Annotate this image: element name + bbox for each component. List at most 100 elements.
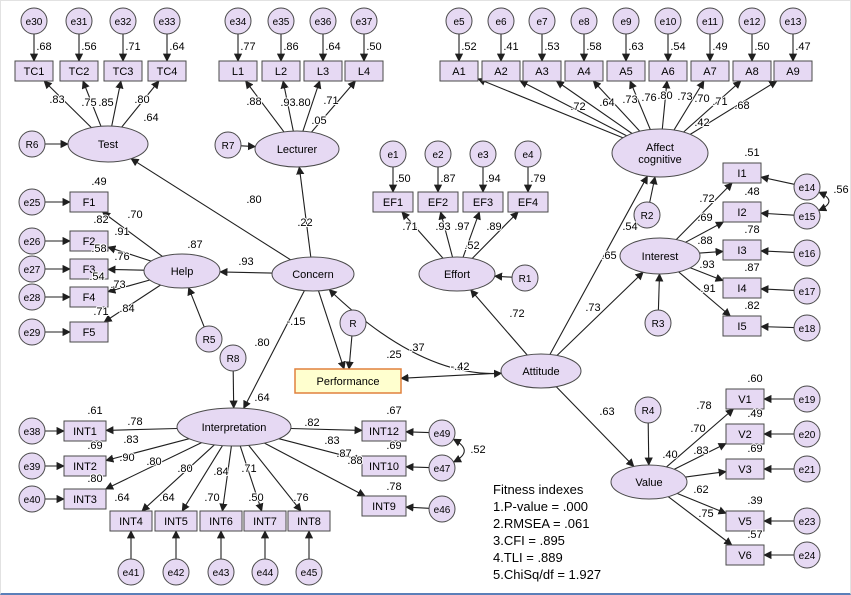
fitness-title: Fitness indexes xyxy=(493,482,584,497)
coefficient-label: .61 xyxy=(87,405,102,417)
indicator-l4: L4 xyxy=(344,60,384,82)
coefficient-label: .37 xyxy=(409,342,424,354)
node-label: e21 xyxy=(799,465,816,476)
node-label: e43 xyxy=(213,568,230,579)
coefficient-label: .71 xyxy=(323,95,338,107)
error-e31: e31 xyxy=(65,7,93,35)
edge-interpretation-int8 xyxy=(248,445,302,512)
edge-e47-int10 xyxy=(405,462,430,472)
coefficient-label: .86 xyxy=(283,41,298,53)
node-label: e34 xyxy=(230,17,247,28)
indicator-ef3: EF3 xyxy=(462,191,504,213)
coefficient-label: -.42 xyxy=(451,361,470,373)
indicator-tc3: TC3 xyxy=(103,60,143,82)
node-label: e39 xyxy=(24,462,41,473)
node-label: e2 xyxy=(432,150,444,161)
edge-affect-a9 xyxy=(689,80,778,135)
node-label: e29 xyxy=(24,328,41,339)
coefficient-label: .64 xyxy=(143,112,158,124)
indicator-tc4: TC4 xyxy=(147,60,187,82)
residual-r1: R1 xyxy=(511,264,539,292)
error-e2: e2 xyxy=(424,140,452,168)
node-label: e8 xyxy=(578,17,590,28)
coefficient-label: .64 xyxy=(114,492,129,504)
edge-affect-a5 xyxy=(629,80,651,130)
coefficient-label: .88 xyxy=(246,96,261,108)
node-label: A9 xyxy=(786,66,799,78)
node-label: e23 xyxy=(799,517,816,528)
coefficient-label: .90 xyxy=(119,452,134,464)
node-label: R7 xyxy=(222,141,235,152)
node-label: F4 xyxy=(83,292,96,304)
node-label: e28 xyxy=(24,293,41,304)
coefficient-label: -.15 xyxy=(287,316,306,328)
indicator-int3: INT3 xyxy=(63,488,107,510)
coefficient-label: .91 xyxy=(700,283,715,295)
node-label: INT6 xyxy=(209,516,233,528)
edge-concern-interpretation xyxy=(243,290,305,410)
edge-concern-performance xyxy=(317,290,346,370)
node-label: F2 xyxy=(83,236,96,248)
edge-affect-a4 xyxy=(592,80,641,132)
indicator-v5: V5 xyxy=(725,510,765,532)
node-label: Interest xyxy=(642,251,679,263)
coefficient-label: .54 xyxy=(89,271,104,283)
residual-r3: R3 xyxy=(644,309,672,337)
edge-attitude-effort xyxy=(470,289,528,356)
node-label: R5 xyxy=(203,335,216,346)
error-e41: e41 xyxy=(117,558,145,586)
fitness-line-rmsea: 2.RMSEA = .061 xyxy=(493,516,590,531)
coefficient-label: .75 xyxy=(698,508,713,520)
node-label: EF3 xyxy=(473,197,493,209)
node-label: e5 xyxy=(453,17,465,28)
node-label: e36 xyxy=(315,17,332,28)
node-label: A2 xyxy=(494,66,507,78)
node-label: I5 xyxy=(737,321,746,333)
coefficient-label: .83 xyxy=(324,435,339,447)
coefficient-label: .75 xyxy=(81,97,96,109)
error-e14: e14 xyxy=(793,173,821,201)
node-label: e3 xyxy=(477,150,489,161)
coefficient-label: .49 xyxy=(747,408,762,420)
error-e17: e17 xyxy=(793,277,821,305)
node-label: A7 xyxy=(703,66,716,78)
indicator-int1: INT1 xyxy=(63,420,107,442)
edge-value-v1 xyxy=(666,408,735,468)
error-e24: e24 xyxy=(793,541,821,569)
coefficient-label: .60 xyxy=(747,373,762,385)
coefficient-label: .80 xyxy=(177,463,192,475)
node-label: INT3 xyxy=(73,494,97,506)
edge-affect-a1 xyxy=(477,77,624,139)
latent-attitude: Attitude xyxy=(500,353,582,389)
coefficient-label: .64 xyxy=(254,392,269,404)
coefficient-label: .56 xyxy=(833,184,848,196)
edge-affect-a7 xyxy=(673,80,705,131)
residual-r: R xyxy=(339,309,367,337)
edge-test-tc1 xyxy=(43,80,92,128)
node-label: R2 xyxy=(641,211,654,222)
node-label: e19 xyxy=(799,395,816,406)
node-label: INT2 xyxy=(73,461,97,473)
error-e34: e34 xyxy=(224,7,252,35)
edge-effort-ef1 xyxy=(401,211,444,259)
node-label: INT7 xyxy=(253,516,277,528)
coefficient-label: .84 xyxy=(213,466,228,478)
coefficient-label: .87 xyxy=(336,448,351,460)
node-label: Help xyxy=(171,266,194,278)
coefficient-label: .39 xyxy=(747,495,762,507)
coefficient-label: .49 xyxy=(712,41,727,53)
coefficient-label: .87 xyxy=(440,173,455,185)
coefficient-label: .54 xyxy=(670,41,685,53)
coefficient-label: .64 xyxy=(169,41,184,53)
coefficient-label: .64 xyxy=(325,41,340,53)
coefficient-label: .53 xyxy=(544,41,559,53)
coefficient-label: .89 xyxy=(486,221,501,233)
edge-interpretation-int7 xyxy=(239,445,264,512)
edge-concern-lecturer xyxy=(296,166,312,258)
node-label: e40 xyxy=(24,495,41,506)
node-label: e37 xyxy=(356,17,373,28)
coefficient-label: .70 xyxy=(204,492,219,504)
